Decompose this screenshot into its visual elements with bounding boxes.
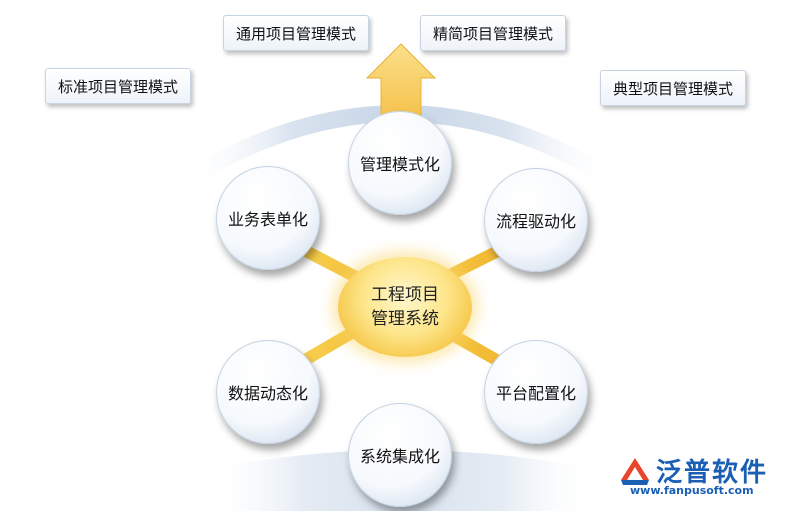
center-title-line2: 管理系统 bbox=[371, 309, 439, 329]
logo-name: 泛普软件 bbox=[656, 458, 769, 488]
simplified-mode-tag: 精简项目管理模式 bbox=[420, 15, 567, 51]
node-management-label: 管理模式化 bbox=[359, 155, 440, 174]
logo-url: www.fanpusoft.com bbox=[630, 484, 754, 497]
general-mode-tag: 通用项目管理模式 bbox=[223, 15, 370, 51]
node-process: 流程驱动化 bbox=[484, 168, 588, 272]
node-platform-label: 平台配置化 bbox=[495, 384, 576, 403]
node-management: 管理模式化 bbox=[348, 111, 452, 215]
node-system-label: 系统集成化 bbox=[359, 447, 440, 466]
node-data: 数据动态化 bbox=[216, 340, 320, 444]
node-business-label: 业务表单化 bbox=[227, 210, 308, 229]
center-title-line1: 工程项目 bbox=[371, 285, 439, 305]
node-data-label: 数据动态化 bbox=[227, 384, 308, 403]
node-process-label: 流程驱动化 bbox=[495, 212, 576, 231]
node-system: 系统集成化 bbox=[348, 403, 452, 507]
center-node: 工程项目 管理系统 bbox=[338, 257, 472, 357]
upper-arc bbox=[185, 105, 615, 182]
typical-mode-tag: 典型项目管理模式 bbox=[600, 70, 747, 106]
node-business: 业务表单化 bbox=[216, 166, 320, 270]
node-platform: 平台配置化 bbox=[484, 340, 588, 444]
brand-logo: 泛普软件 www.fanpusoft.com bbox=[618, 450, 793, 500]
logo-icon bbox=[621, 458, 649, 485]
standard-mode-tag: 标准项目管理模式 bbox=[45, 68, 192, 104]
